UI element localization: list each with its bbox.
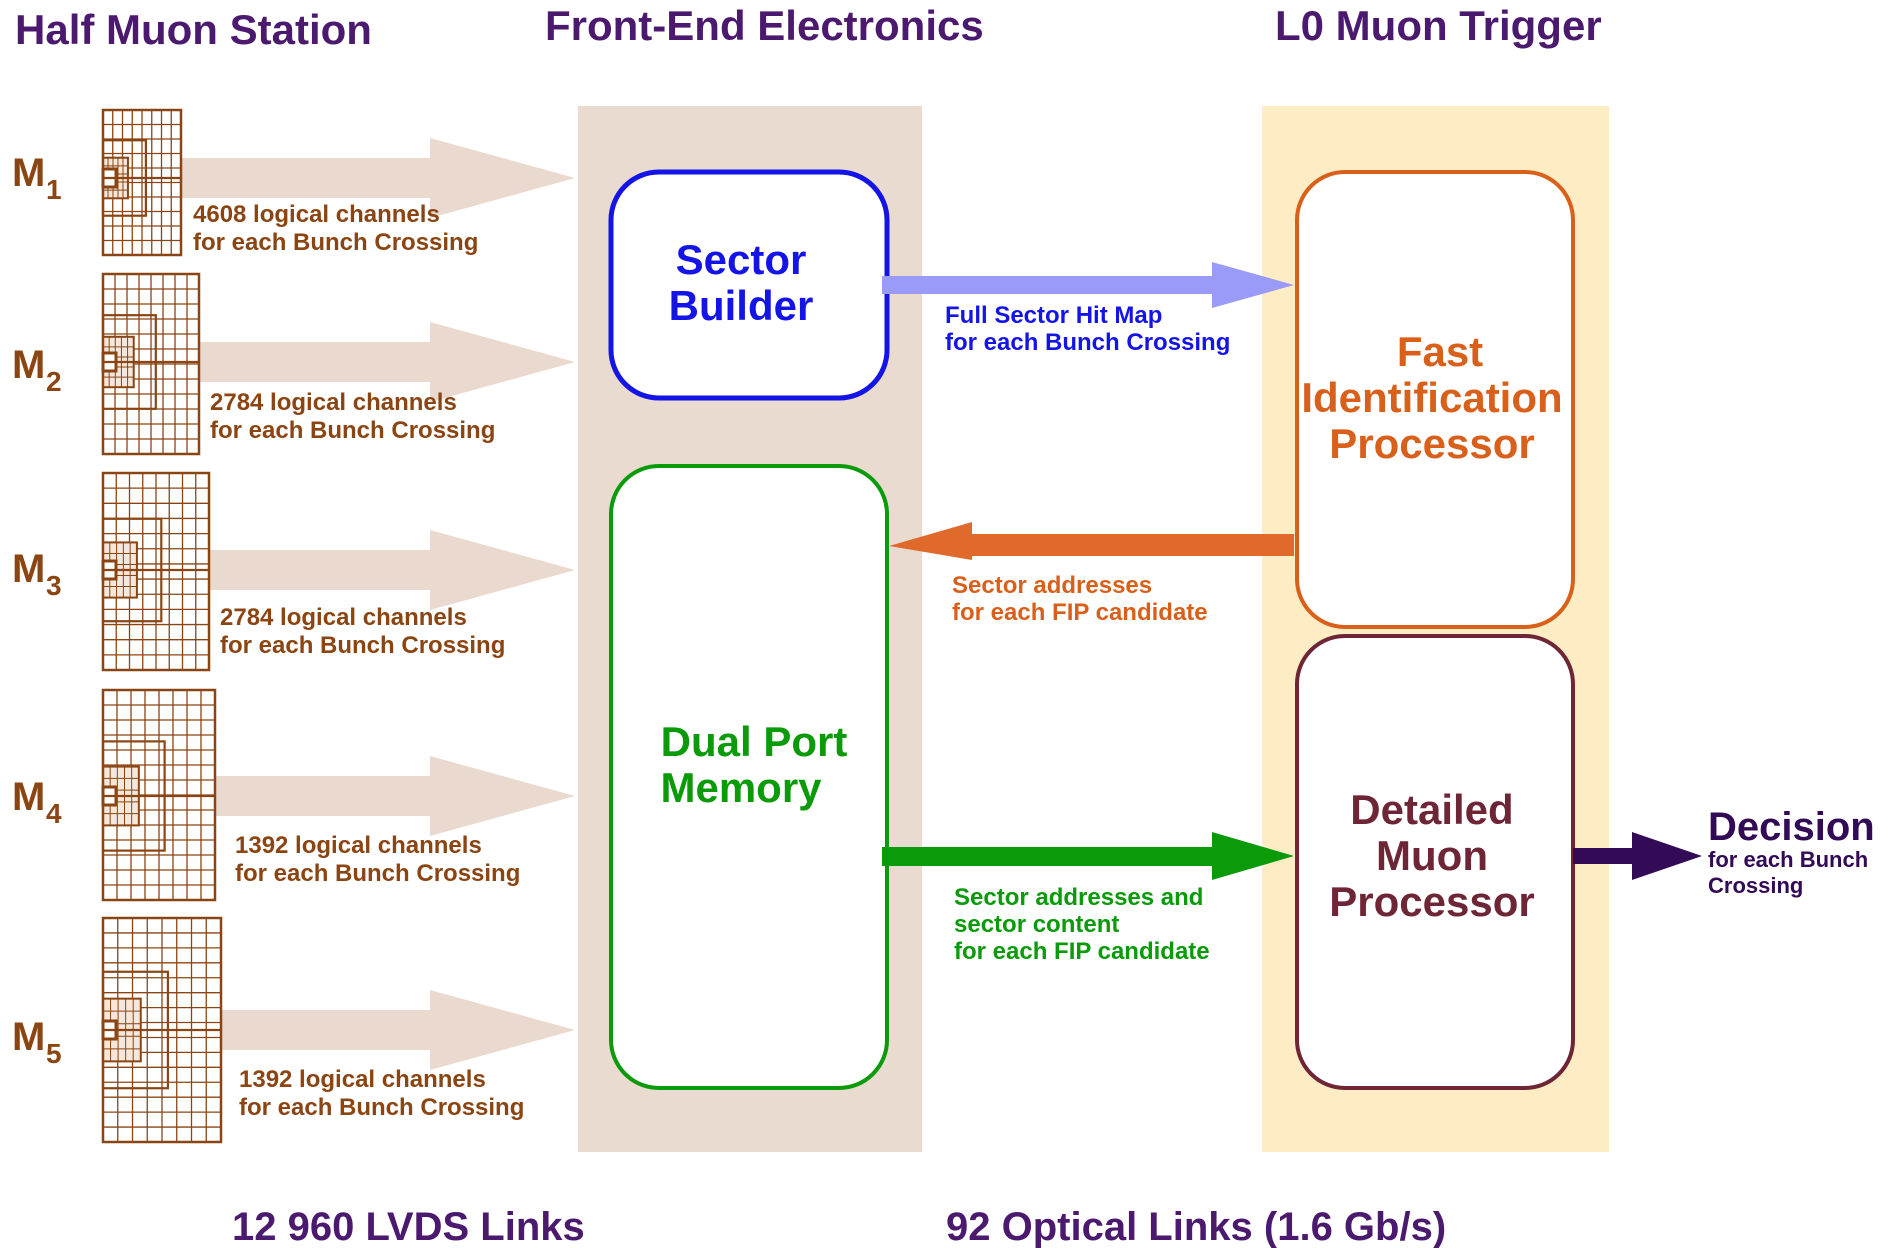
fip-label-line3: Processor <box>1329 420 1534 467</box>
header-l0-muon-trigger: L0 Muon Trigger <box>1275 2 1602 49</box>
sector-addresses-arrow-shaft <box>972 536 1294 556</box>
dual-port-memory-label-line1: Dual Port <box>661 718 848 765</box>
station-channels-5: 1392 logical channels <box>239 1066 486 1093</box>
station-arrows <box>180 138 575 1070</box>
hit-map-arrow <box>882 262 1294 308</box>
station-grid-1 <box>101 108 183 257</box>
sector-builder-label-line2: Builder <box>669 282 814 329</box>
station-channels-2: 2784 logical channels <box>210 389 457 416</box>
sector-content-label-line2: sector content <box>954 911 1119 938</box>
station-label-sub-5: 5 <box>46 1038 62 1069</box>
dual-port-memory-label-line2: Memory <box>660 764 822 811</box>
hit-map-label-line1: Full Sector Hit Map <box>945 302 1162 329</box>
header-front-end-electronics: Front-End Electronics <box>545 2 984 49</box>
dmp-label-line1: Detailed <box>1350 786 1513 833</box>
station-arrow-5 <box>220 990 575 1070</box>
station-channels-3: 2784 logical channels <box>220 604 467 631</box>
station-arrow-4 <box>214 756 575 836</box>
station-grid-4 <box>101 688 217 902</box>
sector-addresses-arrow <box>889 522 1294 560</box>
station-label-sub-1: 1 <box>46 174 62 205</box>
station-grid-5 <box>101 916 223 1144</box>
sector-content-label-line3: for each FIP candidate <box>954 938 1210 965</box>
station-label-1: M <box>12 151 45 195</box>
station-grids <box>101 108 223 1144</box>
station-grid-2 <box>101 272 201 456</box>
sector-addresses-label-line1: Sector addresses <box>952 572 1152 599</box>
dmp-label-line2: Muon <box>1376 832 1488 879</box>
station-per-bx-4: for each Bunch Crossing <box>235 860 520 887</box>
header-half-muon-station: Half Muon Station <box>15 6 372 53</box>
sector-builder-label-line1: Sector <box>676 236 807 283</box>
station-label-2: M <box>12 343 45 387</box>
sector-content-arrow <box>882 832 1294 880</box>
footer-lvds-links: 12 960 LVDS Links <box>232 1205 585 1248</box>
station-label-sub-2: 2 <box>46 366 62 397</box>
station-channels-4: 1392 logical channels <box>235 832 482 859</box>
station-per-bx-5: for each Bunch Crossing <box>239 1094 524 1121</box>
dual-port-memory-box <box>609 464 889 1090</box>
station-label-sub-4: 4 <box>46 798 62 829</box>
decision-arrow <box>1573 832 1702 880</box>
footer-optical-links: 92 Optical Links (1.6 Gb/s) <box>946 1205 1446 1248</box>
station-label-sub-3: 3 <box>46 570 62 601</box>
dmp-label-line3: Processor <box>1329 878 1534 925</box>
hit-map-label-line2: for each Bunch Crossing <box>945 329 1230 356</box>
station-arrow-1 <box>180 138 575 218</box>
station-label-3: M <box>12 547 45 591</box>
station-channels-1: 4608 logical channels <box>193 201 440 228</box>
sector-content-label-line1: Sector addresses and <box>954 884 1203 911</box>
fip-box <box>1295 170 1575 629</box>
station-grid-3 <box>101 471 211 672</box>
station-arrow-3 <box>208 530 575 610</box>
station-arrow-2 <box>198 322 575 402</box>
fip-label-line1: Fast <box>1397 328 1483 375</box>
sector-addresses-label-line2: for each FIP candidate <box>952 599 1208 626</box>
decision-title: Decision <box>1708 805 1875 849</box>
fip-label-line2: Identification <box>1301 374 1562 421</box>
decision-sub-line1: for each Bunch <box>1708 847 1868 872</box>
decision-sub-line2: Crossing <box>1708 873 1803 898</box>
station-per-bx-1: for each Bunch Crossing <box>193 229 478 256</box>
station-per-bx-3: for each Bunch Crossing <box>220 632 505 659</box>
station-label-5: M <box>12 1015 45 1059</box>
station-per-bx-2: for each Bunch Crossing <box>210 417 495 444</box>
station-label-4: M <box>12 775 45 819</box>
